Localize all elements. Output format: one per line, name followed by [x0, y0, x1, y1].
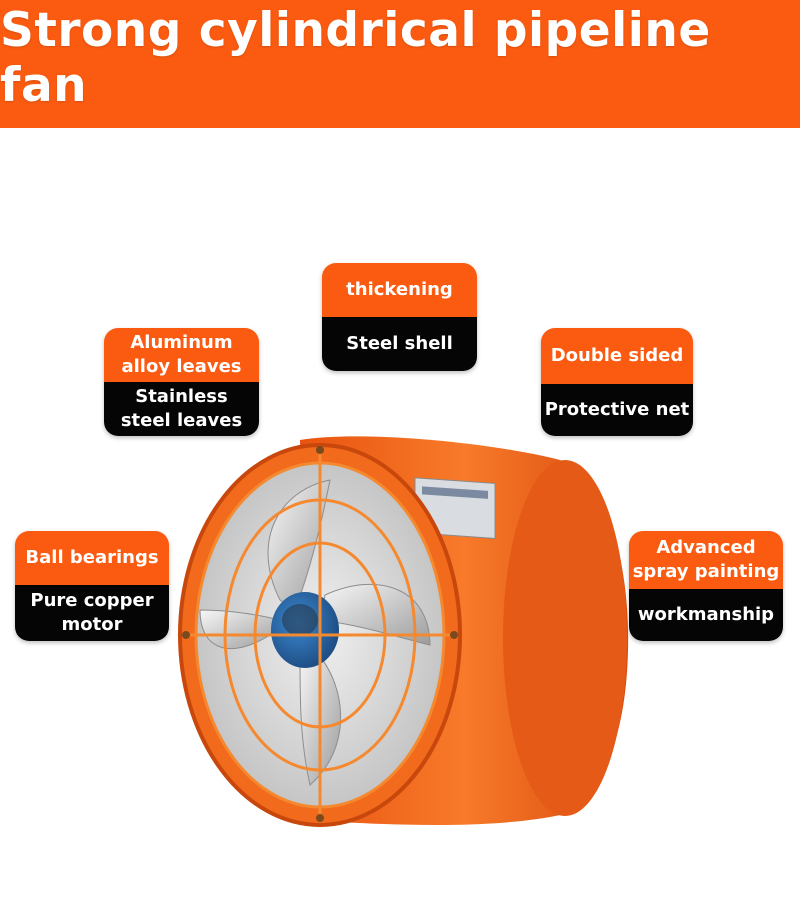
callout-bottom: Pure copper motor	[15, 585, 169, 641]
callout-top: Ball bearings	[15, 531, 169, 585]
callout-aluminum-leaves: Aluminum alloy leaves Stainless steel le…	[104, 328, 259, 436]
callout-bottom: Protective net	[541, 384, 693, 436]
callout-ball-bearings: Ball bearings Pure copper motor	[15, 531, 169, 641]
callout-top: Double sided	[541, 328, 693, 384]
callout-top: Advanced spray painting	[629, 531, 783, 589]
callout-top: thickening	[322, 263, 477, 317]
callout-bottom: Stainless steel leaves	[104, 382, 259, 436]
callout-bottom: workmanship	[629, 589, 783, 641]
callout-thickening: thickening Steel shell	[322, 263, 477, 371]
callout-top: Aluminum alloy leaves	[104, 328, 259, 382]
callout-double-sided: Double sided Protective net	[541, 328, 693, 436]
title-banner: Strong cylindrical pipeline fan	[0, 0, 800, 128]
page-title: Strong cylindrical pipeline fan	[0, 3, 711, 113]
callout-spray-painting: Advanced spray painting workmanship	[629, 531, 783, 641]
pipeline-fan-image	[178, 436, 629, 827]
callout-bottom: Steel shell	[322, 317, 477, 371]
